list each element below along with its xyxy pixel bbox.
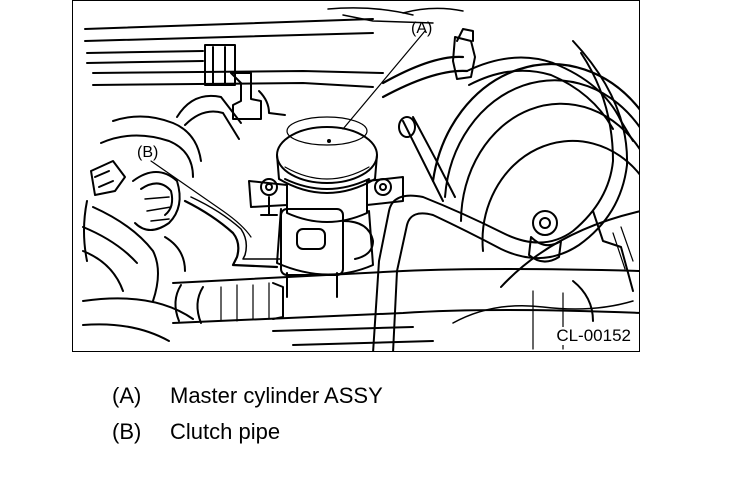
- callout-a: (A): [411, 20, 433, 37]
- engine-bay-illustration: [82, 7, 639, 351]
- legend-label-b: Clutch pipe: [170, 419, 281, 444]
- legend-key-b: (B): [112, 419, 142, 444]
- figure-frame: (A) (B) CL-00152: [72, 0, 640, 352]
- legend-row-b: (B) Clutch pipe: [112, 414, 383, 450]
- legend: (A) Master cylinder ASSY (B) Clutch pipe: [112, 378, 383, 450]
- callout-b: (B): [137, 144, 159, 161]
- legend-row-a: (A) Master cylinder ASSY: [112, 378, 383, 414]
- legend-key-a: (A): [112, 383, 142, 408]
- legend-label-a: Master cylinder ASSY: [170, 383, 383, 408]
- figure-id: CL-00152: [554, 326, 633, 345]
